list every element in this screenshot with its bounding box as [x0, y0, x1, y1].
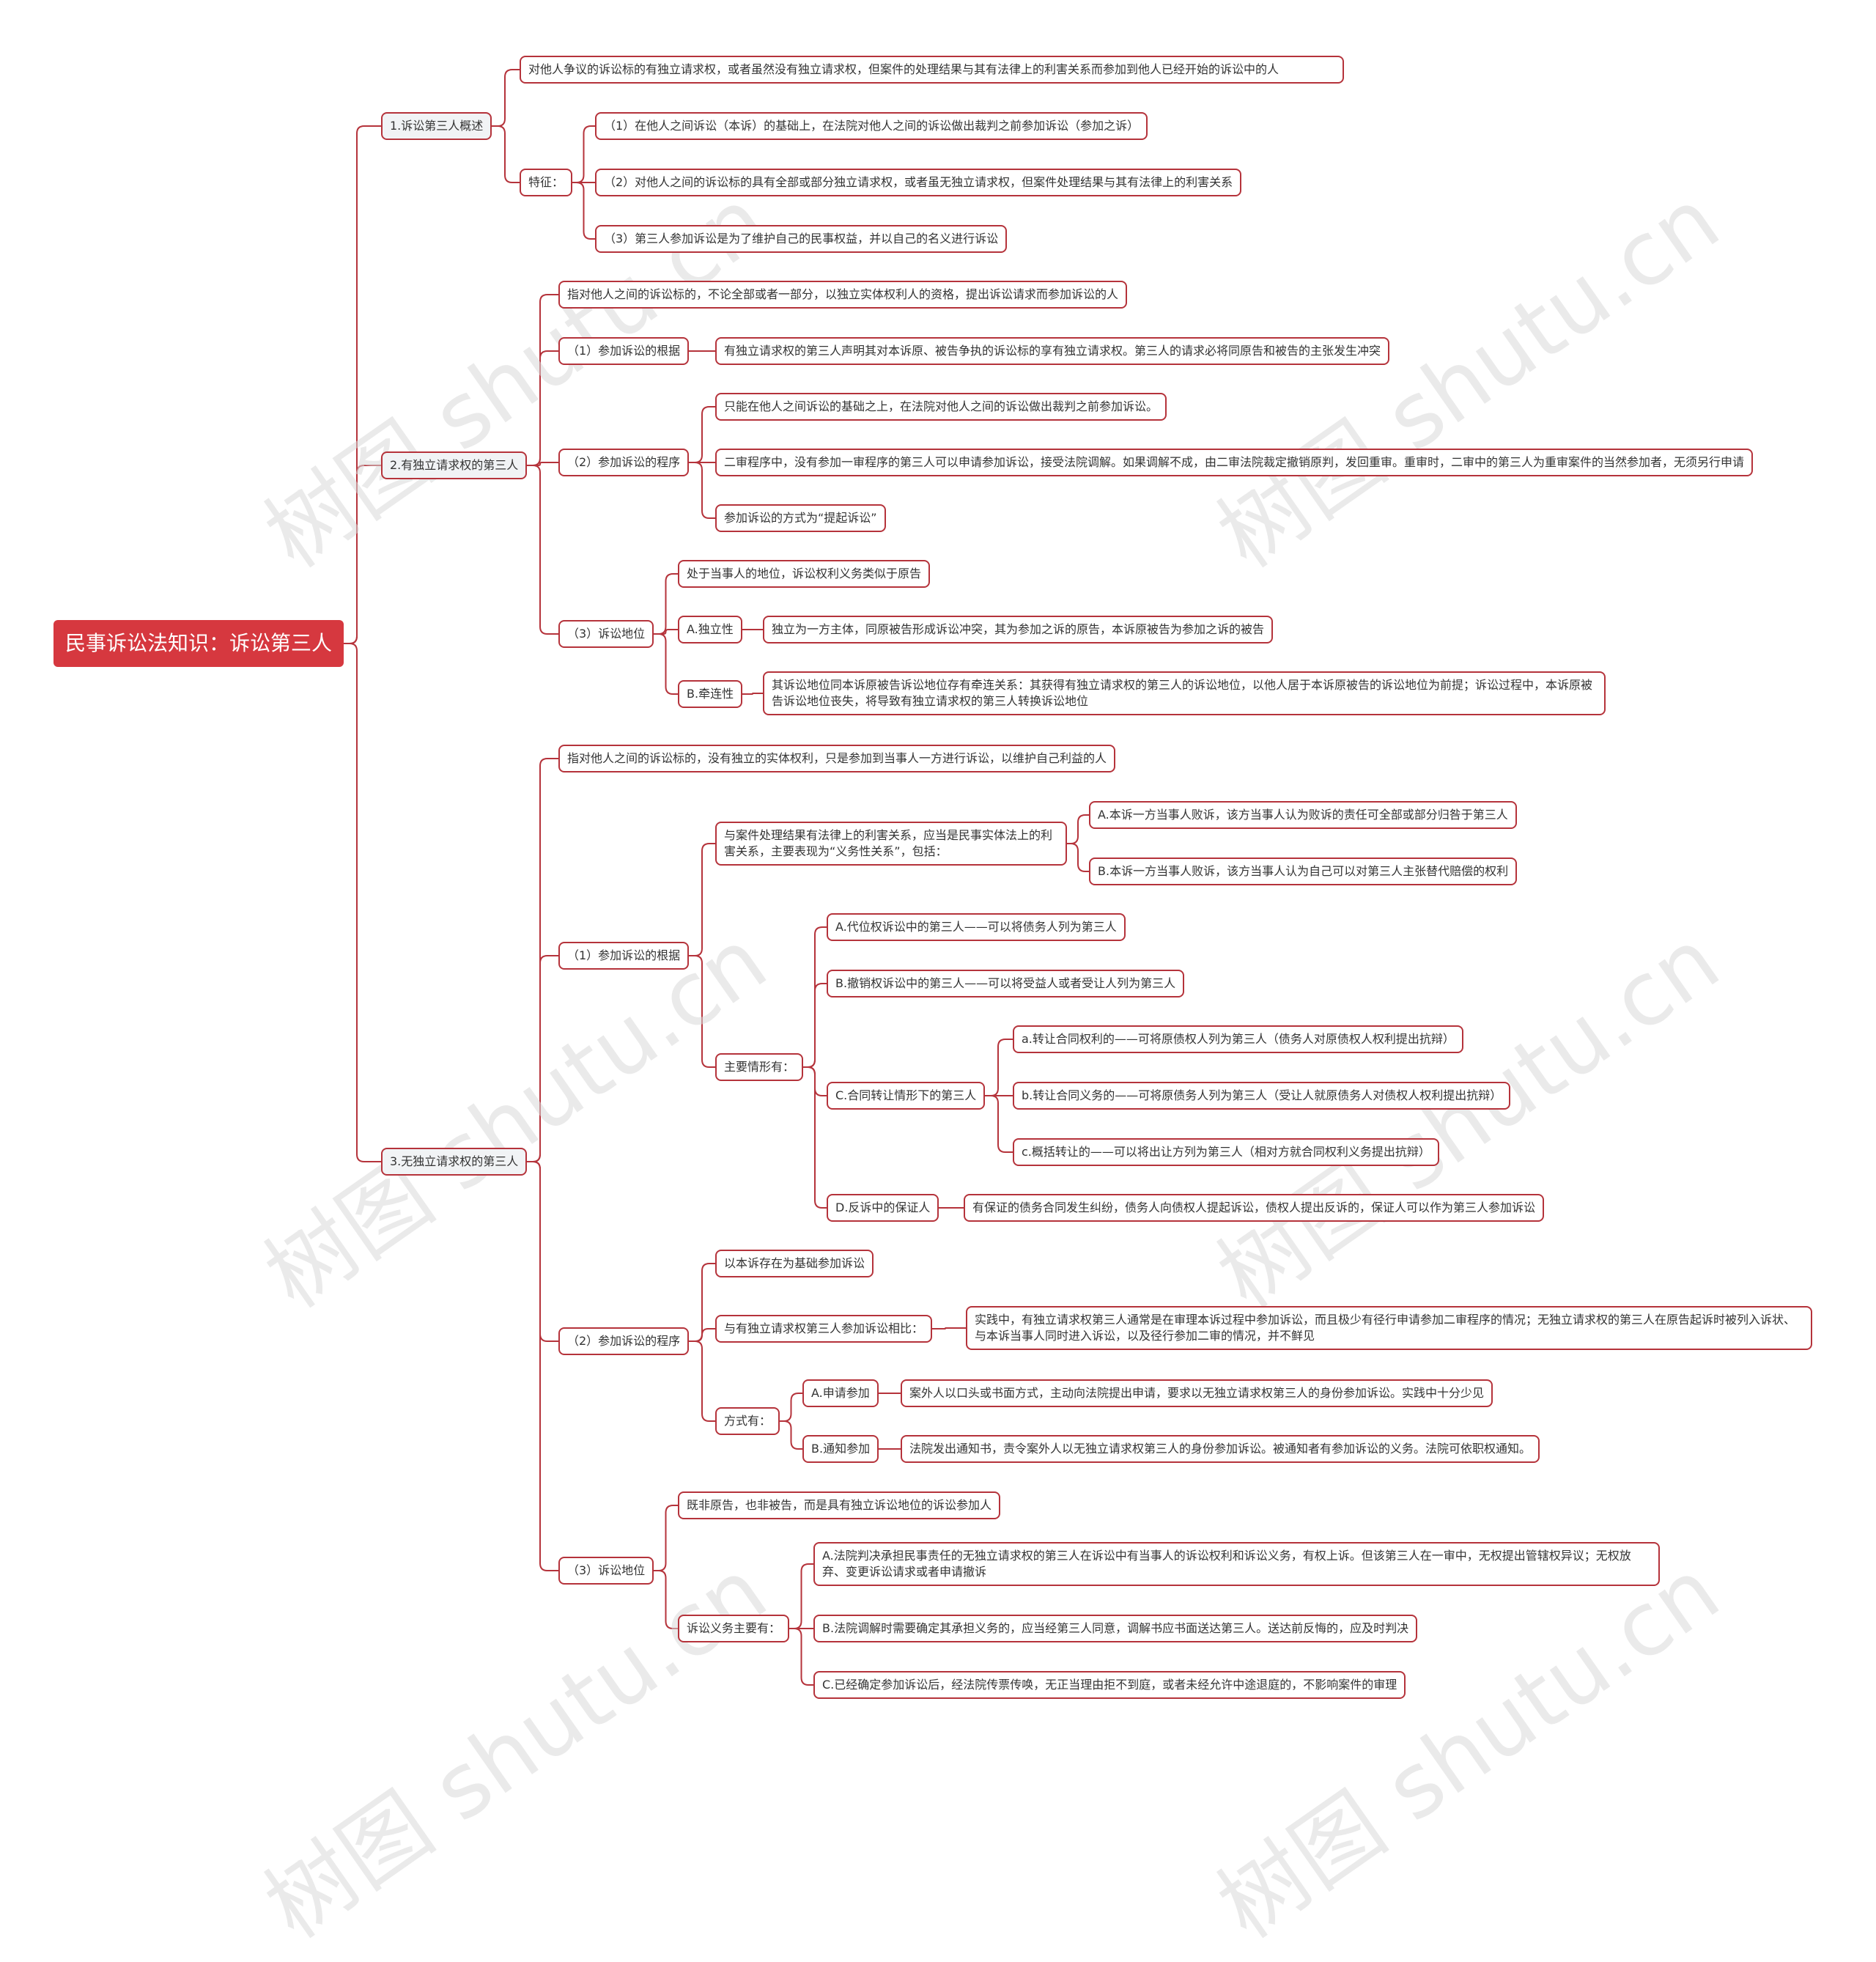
node-s3-procedure-compare-content[interactable]: 实践中，有独立请求权第三人通常是在审理本诉过程中参加诉讼，而且极少有径行申请参加…	[966, 1306, 1812, 1350]
node-s3-case-C-c[interactable]: c.概括转让的——可以将出让方列为第三人（相对方就合同权利义务提出抗辩）	[1013, 1138, 1439, 1166]
node-s3-case-B[interactable]: B.撤销权诉讼中的第三人——可以将受益人或者受让人列为第三人	[827, 970, 1185, 997]
connector-line	[344, 465, 381, 644]
connector-line	[803, 1066, 827, 1209]
topic-third-party-overview[interactable]: 1.诉讼第三人概述	[381, 112, 492, 140]
connector-line	[527, 350, 558, 466]
node-s3-status-1[interactable]: 既非原告，也非被告，而是具有独立诉讼地位的诉讼参加人	[678, 1491, 1001, 1519]
node-s3-way-apply-content[interactable]: 案外人以口头或书面方式，主动向法院提出申请，要求以无独立请求权第三人的身份参加诉…	[901, 1379, 1493, 1407]
node-s1-feature-2[interactable]: （2）对他人之间的诉讼标的具有全部或部分独立请求权，或者虽无独立请求权，但案件处…	[595, 169, 1242, 196]
connector-line	[492, 69, 520, 127]
node-s3-duty-C[interactable]: C.已经确定参加诉讼后，经法院传票传唤，无正当理由拒不到庭，或者未经允许中途退庭…	[813, 1671, 1406, 1699]
connector-line	[527, 955, 558, 1162]
connector-line	[689, 406, 715, 463]
node-s2-procedure-3[interactable]: 参加诉讼的方式为“提起诉讼”	[715, 504, 886, 532]
node-s3-procedure-1[interactable]: 以本诉存在为基础参加诉讼	[715, 1250, 874, 1277]
connector-line	[789, 1628, 813, 1686]
connector-lines	[344, 69, 1089, 1686]
node-s2-procedure[interactable]: （2）参加诉讼的程序	[558, 449, 690, 476]
connector-line	[527, 1161, 558, 1571]
node-s1-features[interactable]: 特征：	[520, 169, 573, 196]
node-s2-status-linkage[interactable]: B.牵连性	[678, 680, 743, 708]
connector-line	[1067, 843, 1089, 872]
node-s2-definition[interactable]: 指对他人之间的诉讼标的，不论全部或者一部分，以独立实体权利人的资格，提出诉讼请求…	[558, 281, 1128, 309]
node-s3-duty-B[interactable]: B.法院调解时需要确定其承担义务的，应当经第三人同意，调解书应书面送达第三人。送…	[813, 1615, 1418, 1642]
connector-line	[789, 1563, 813, 1629]
connector-line	[527, 758, 558, 1162]
node-s3-way-notify[interactable]: B.通知参加	[802, 1435, 879, 1463]
connector-line	[654, 629, 678, 635]
node-s3-relation-A[interactable]: A.本诉一方当事人败诉，该方当事人认为败诉的责任可全部或部分归咎于第三人	[1089, 801, 1517, 829]
node-s2-procedure-1[interactable]: 只能在他人之间诉讼的基础之上，在法院对他人之间的诉讼做出裁判之前参加诉讼。	[715, 393, 1167, 421]
mindmap-canvas: 树图 shutu.cn 树图 shutu.cn 树图 shutu.cn 树图 s…	[53, 56, 1812, 1958]
connector-line	[780, 1420, 802, 1450]
node-s3-case-D[interactable]: D.反诉中的保证人	[827, 1194, 939, 1222]
node-s2-status-independence[interactable]: A.独立性	[678, 616, 742, 643]
connector-line	[527, 1161, 558, 1342]
node-s2-status-independence-content[interactable]: 独立为一方主体，同原被告形成诉讼冲突，其为参加之诉的原告，本诉原被告为参加之诉的…	[763, 616, 1274, 643]
node-s3-basis-relation[interactable]: 与案件处理结果有法律上的利害关系，应当是民事实体法上的利害关系，主要表现为“义务…	[715, 822, 1067, 866]
node-s3-way-notify-content[interactable]: 法院发出通知书，责令案外人以无独立请求权第三人的身份参加诉讼。被通知者有参加诉讼…	[901, 1435, 1540, 1463]
root-topic[interactable]: 民事诉讼法知识：诉讼第三人	[53, 620, 344, 667]
connector-line	[527, 462, 558, 466]
node-s2-status[interactable]: （3）诉讼地位	[558, 620, 654, 648]
node-s3-case-D-content[interactable]: 有保证的债务合同发生纠纷，债务人向债权人提起诉讼，债权人提出反诉的，保证人可以作…	[964, 1194, 1545, 1222]
node-s3-procedure-compare[interactable]: 与有独立请求权第三人参加诉讼相比：	[715, 1315, 933, 1343]
node-s2-basis[interactable]: （1）参加诉讼的根据	[558, 337, 690, 365]
node-s3-status[interactable]: （3）诉讼地位	[558, 1557, 654, 1585]
node-s2-status-linkage-content[interactable]: 其诉讼地位同本诉原被告诉讼地位存有牵连关系：其获得有独立请求权的第三人的诉讼地位…	[763, 671, 1606, 715]
node-s3-procedure[interactable]: （2）参加诉讼的程序	[558, 1327, 690, 1355]
node-s1-feature-1[interactable]: （1）在他人之间诉讼（本诉）的基础上，在法院对他人之间的诉讼做出裁判之前参加诉讼…	[595, 112, 1148, 140]
node-s3-main-cases[interactable]: 主要情形有：	[715, 1053, 804, 1081]
topic-non-independent-third-party[interactable]: 3.无独立请求权的第三人	[381, 1148, 528, 1176]
connector-line	[344, 643, 381, 1162]
connector-line	[344, 125, 381, 644]
connector-line	[527, 294, 558, 466]
node-s3-case-C-b[interactable]: b.转让合同义务的——可将原债务人列为第三人（受让人就原债务人对债权人权利提出抗…	[1013, 1082, 1511, 1110]
node-s1-feature-3[interactable]: （3）第三人参加诉讼是为了维护自己的民事权益，并以自己的名义进行诉讼	[595, 225, 1008, 253]
topic-independent-third-party[interactable]: 2.有独立请求权的第三人	[381, 451, 528, 479]
connector-line	[985, 1039, 1013, 1096]
connector-line	[689, 1340, 715, 1422]
node-s3-way-apply[interactable]: A.申请参加	[802, 1379, 879, 1407]
node-s2-procedure-2[interactable]: 二审程序中，没有参加一审程序的第三人可以申请参加诉讼，接受法院调解。如果调解不成…	[715, 449, 1754, 476]
connector-line	[492, 125, 520, 183]
node-s3-duty-A[interactable]: A.法院判决承担民事责任的无独立请求权的第三人在诉讼中有当事人的诉讼权利和诉讼义…	[813, 1542, 1660, 1586]
connector-line	[932, 1327, 966, 1329]
connector-line	[780, 1393, 802, 1422]
connector-line	[803, 983, 827, 1068]
connector-line	[572, 182, 595, 240]
connector-line	[1067, 814, 1089, 844]
node-s3-case-C-a[interactable]: a.转让合同权利的——可将原债权人列为第三人（债务人对原债权人权利提出抗辩）	[1013, 1025, 1463, 1053]
connector-line	[689, 843, 715, 956]
node-s3-basis[interactable]: （1）参加诉讼的根据	[558, 942, 690, 970]
connector-line	[654, 1570, 678, 1629]
node-s3-procedure-ways[interactable]: 方式有：	[715, 1407, 780, 1435]
connector-line	[654, 1505, 678, 1571]
connector-line	[689, 462, 715, 519]
connector-line	[689, 1328, 715, 1342]
node-s2-status-1[interactable]: 处于当事人的地位，诉讼权利义务类似于原告	[678, 560, 931, 588]
connector-line	[985, 1095, 1013, 1153]
connector-line	[689, 1263, 715, 1342]
connector-line	[527, 465, 558, 635]
node-s3-definition[interactable]: 指对他人之间的诉讼标的，没有独立的实体权利，只是参加到当事人一方进行诉讼，以维护…	[558, 745, 1116, 772]
node-s2-basis-content[interactable]: 有独立请求权的第三人声明其对本诉原、被告争执的诉讼标的享有独立请求权。第三人的请…	[715, 337, 1390, 365]
connector-line	[654, 633, 678, 695]
connector-line	[742, 693, 763, 695]
node-s3-relation-B[interactable]: B.本诉一方当事人败诉，该方当事人认为自己可以对第三人主张替代赔偿的权利	[1089, 858, 1518, 885]
node-s3-case-A[interactable]: A.代位权诉讼中的第三人——可以将债务人列为第三人	[827, 913, 1126, 941]
node-s3-case-C[interactable]: C.合同转让情形下的第三人	[827, 1082, 986, 1110]
node-s3-status-duties[interactable]: 诉讼义务主要有：	[678, 1615, 790, 1642]
node-s1-definition[interactable]: 对他人争议的诉讼标的有独立请求权，或者虽然没有独立请求权，但案件的处理结果与其有…	[520, 56, 1344, 84]
connector-line	[572, 125, 595, 183]
connector-line	[654, 573, 678, 635]
connector-line	[689, 955, 715, 1068]
